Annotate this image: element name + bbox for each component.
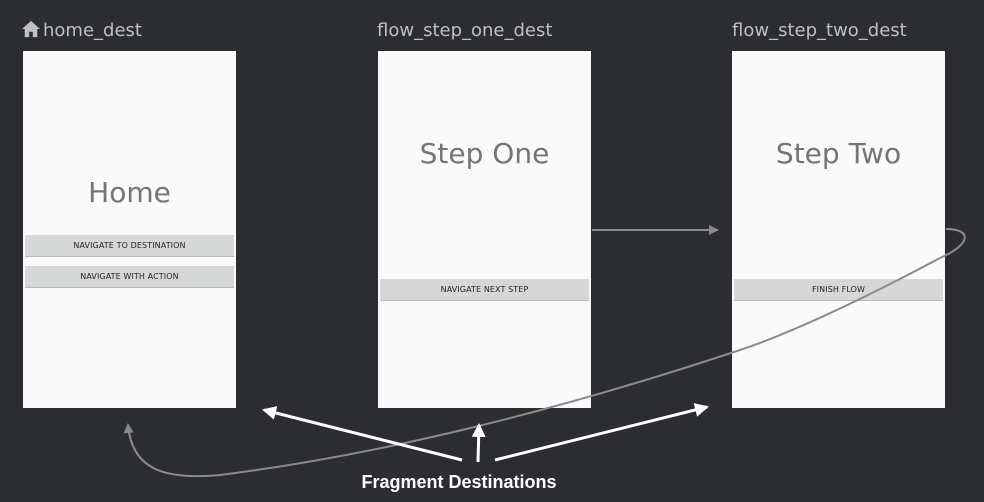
pointer-arrow-step-two — [494, 403, 709, 462]
screen-step-two[interactable]: Step Two FINISH FLOW — [732, 51, 945, 408]
screen-title-step-one: Step One — [419, 137, 550, 170]
pointer-arrow-step-one — [471, 423, 486, 463]
screen-title-step-two: Step Two — [775, 137, 902, 170]
destination-label-home: home_dest — [22, 20, 142, 42]
navigate-with-action-button[interactable]: NAVIGATE WITH ACTION — [25, 266, 234, 288]
pointer-arrow-home — [262, 406, 463, 462]
navigate-to-destination-button[interactable]: NAVIGATE TO DESTINATION — [25, 235, 234, 257]
destination-id-step-one: flow_step_one_dest — [377, 20, 553, 41]
screen-step-one[interactable]: Step One NAVIGATE NEXT STEP — [378, 51, 591, 408]
destination-id-home: home_dest — [43, 20, 142, 41]
destination-id-step-two: flow_step_two_dest — [732, 20, 907, 41]
destination-label-step-one: flow_step_one_dest — [377, 20, 552, 42]
screen-title-home: Home — [88, 176, 171, 209]
action-arrow-step-two-to-home[interactable] — [123, 228, 966, 478]
home-icon — [22, 20, 40, 38]
fragment-destinations-caption: Fragment Destinations — [361, 472, 557, 492]
navigate-next-step-button[interactable]: NAVIGATE NEXT STEP — [380, 279, 589, 301]
screen-home[interactable]: Home NAVIGATE TO DESTINATION NAVIGATE WI… — [23, 51, 236, 408]
destination-label-step-two: flow_step_two_dest — [732, 20, 907, 42]
